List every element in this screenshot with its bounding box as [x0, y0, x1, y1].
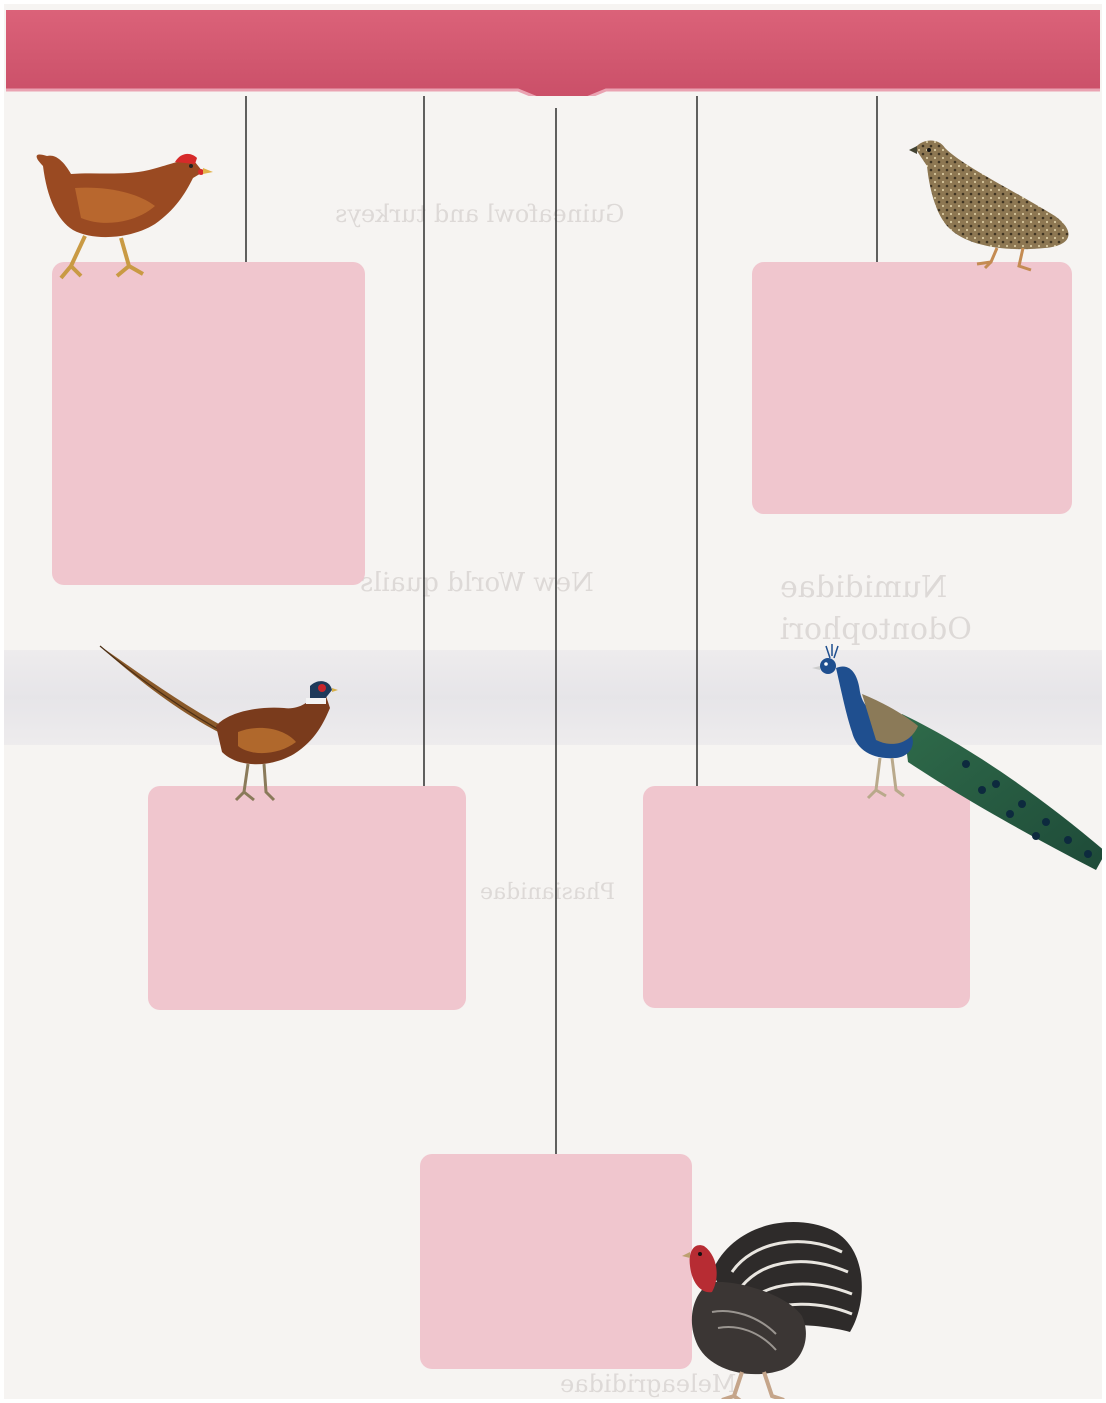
quail-box[interactable] [752, 262, 1072, 514]
pheasant-box[interactable] [148, 786, 466, 1010]
turkey-box[interactable] [420, 1154, 692, 1369]
chicken-box[interactable] [52, 262, 365, 585]
peacock-icon [806, 644, 1106, 874]
quail-icon [905, 136, 1080, 276]
turkey-icon [672, 1212, 872, 1402]
pheasant-icon [98, 642, 338, 808]
chicken-icon [25, 148, 215, 288]
